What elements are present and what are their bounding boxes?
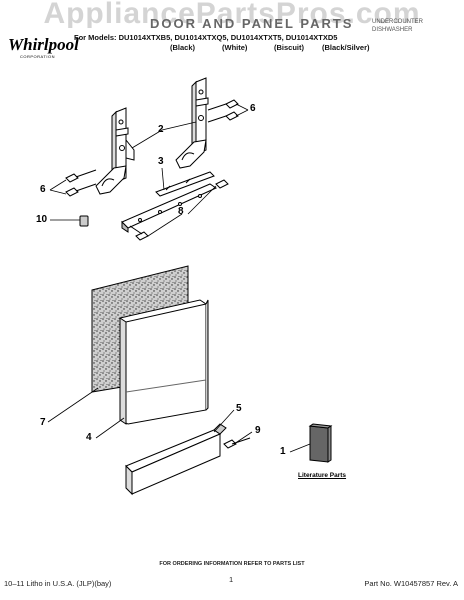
variant-biscuit: (Biscuit) bbox=[274, 43, 304, 52]
page-title: DOOR AND PANEL PARTS bbox=[150, 16, 354, 31]
variant-black: (Black) bbox=[170, 43, 196, 52]
callout-3: 3 bbox=[158, 156, 164, 167]
callout-9: 9 bbox=[255, 425, 261, 436]
ordering-note: FOR ORDERING INFORMATION REFER TO PARTS … bbox=[159, 561, 305, 567]
callout-8: 8 bbox=[178, 206, 184, 217]
part-number: Part No. W10457857 Rev. A bbox=[364, 579, 458, 588]
variant-white: (White) bbox=[222, 43, 248, 52]
logo-subtext: CORPORATION bbox=[20, 54, 55, 59]
outer-door-panel bbox=[119, 299, 209, 425]
logo-text: Whirlpool bbox=[8, 35, 79, 54]
model-list: For Models: DU1014XTXB5, DU1014XTXQ5, DU… bbox=[74, 33, 338, 42]
literature-booklet bbox=[308, 423, 333, 463]
door-spring-bracket bbox=[155, 171, 215, 197]
callout-leader-lines bbox=[47, 103, 311, 453]
watermark: AppliancePartsPros.com bbox=[43, 0, 421, 28]
callout-10: 10 bbox=[36, 214, 48, 225]
exploded-parts-diagram bbox=[47, 77, 333, 496]
callout-2: 2 bbox=[158, 124, 164, 135]
right-hinge-bracket bbox=[175, 77, 209, 169]
callout-5: 5 bbox=[236, 403, 242, 414]
callout-7: 7 bbox=[40, 417, 46, 428]
callout-4: 4 bbox=[86, 432, 92, 443]
callout-1: 1 bbox=[280, 446, 286, 457]
left-hinge-bracket bbox=[95, 107, 135, 195]
literature-parts-label: Literature Parts bbox=[298, 472, 347, 479]
toe-kick-panel bbox=[125, 423, 227, 496]
brand-logo: Whirlpool CORPORATION bbox=[8, 35, 79, 62]
hinge-screws bbox=[65, 99, 239, 197]
page-number: 1 bbox=[229, 575, 234, 584]
door-rail-bracket bbox=[121, 179, 229, 241]
callout-6-left: 6 bbox=[40, 184, 46, 195]
callout-6-right: 6 bbox=[250, 103, 256, 114]
document-type: UNDERCOUNTER DISHWASHER bbox=[372, 19, 423, 33]
door-clip bbox=[79, 215, 89, 227]
litho-info: 10–11 Litho in U.S.A. (JLP)(bay) bbox=[4, 579, 112, 588]
toe-panel-screw bbox=[223, 437, 251, 449]
variant-black-silver: (Black/Silver) bbox=[322, 43, 370, 52]
